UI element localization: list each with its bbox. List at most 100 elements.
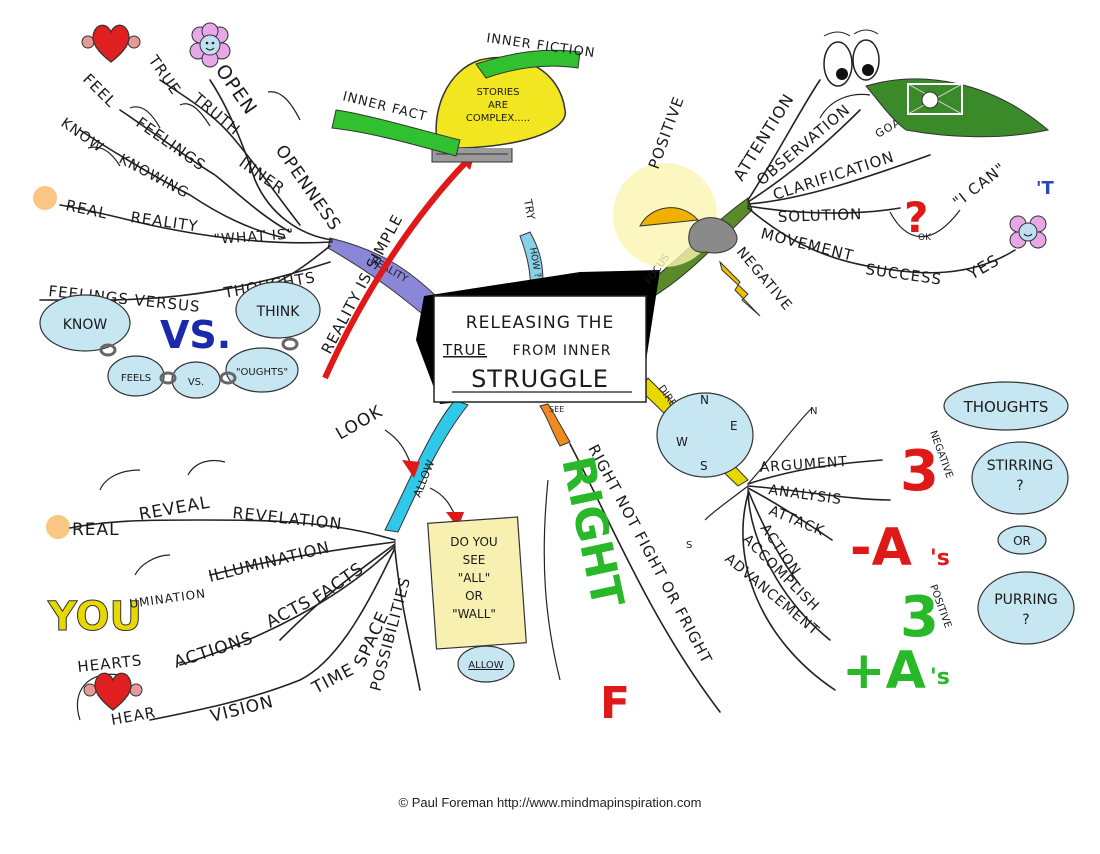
ok-label: OK	[918, 233, 932, 243]
right-big-label: RIGHT	[551, 452, 633, 612]
see-subtree: RIGHT NOT FIGHT OR FRIGHT RIGHT F	[543, 441, 721, 729]
glow-dot-lower	[46, 515, 70, 539]
flower-icon	[189, 22, 231, 68]
note-line3: "ALL"	[458, 571, 491, 585]
soccer-goal-icon	[865, 78, 1050, 138]
purring-q: ?	[1022, 612, 1029, 628]
center-line1: RELEASING THE	[466, 313, 614, 333]
purring-cloud: PURRING ?	[977, 571, 1075, 645]
stories-line3: COMPLEX.....	[466, 113, 530, 124]
t-label: 'T	[1036, 178, 1055, 199]
f-big-label: F	[600, 678, 630, 729]
illumination-label: ILLUMINATION	[206, 537, 332, 586]
cloud-know-label: KNOW	[63, 317, 108, 333]
cloud-feels-label: FEELS	[121, 373, 151, 384]
or-cloud-label: OR	[1013, 534, 1031, 548]
yes-label: YES	[964, 250, 1003, 283]
heart-icon-lower	[83, 672, 143, 711]
thoughts-cloud: THOUGHTS	[943, 381, 1069, 431]
reality-subtree: OPEN OPENNESS TRUE TRUTH INNER FEEL FEEL…	[33, 22, 476, 399]
umination-label: UMINATION	[128, 586, 206, 611]
compass-w: W	[676, 435, 688, 449]
solution-label: SOLUTION	[778, 205, 863, 226]
stirring-cloud: STIRRING ?	[971, 441, 1069, 515]
purring-cloud-label: PURRING	[994, 592, 1058, 608]
cloud-vs: VS.	[171, 361, 221, 399]
allow-branch	[384, 399, 469, 533]
note-line2: SEE	[463, 553, 486, 567]
storm-cloud	[688, 217, 738, 254]
or-cloud: OR	[997, 525, 1047, 555]
chain-links	[99, 337, 299, 385]
compass-s: S	[700, 459, 708, 473]
positive-label: POSITIVE	[645, 94, 688, 172]
s-small: S	[686, 540, 692, 551]
note-line5: "WALL"	[452, 607, 496, 621]
three-positive: 3	[900, 585, 939, 650]
negative-label: NEGATIVE	[733, 244, 795, 314]
compass-n: N	[700, 393, 709, 407]
lightning-bolt	[719, 260, 761, 317]
stirring-q: ?	[1016, 478, 1023, 494]
know-label: KNOW	[58, 115, 107, 156]
glow-dot-upper	[33, 186, 57, 210]
revelation-label: REVELATION	[232, 503, 344, 533]
allow-subtree: LOOK DO YOU SEE "ALL" OR "WALL" ALLOW RE…	[46, 402, 527, 729]
cloud-think-label: THINK	[256, 304, 301, 320]
thoughts-cloud-label: THOUGHTS	[963, 398, 1049, 416]
real-lower-label: REAL	[72, 520, 120, 540]
facts-label: FACTS	[309, 559, 368, 608]
compass-cloud: N E W S	[656, 392, 754, 478]
cloud-feels: FEELS	[107, 355, 165, 397]
cloud-think: THINK	[235, 281, 321, 339]
actions-label: ACTIONS	[171, 628, 256, 673]
movement-label: MOVEMENT	[759, 224, 856, 264]
time-label: TIME	[308, 660, 358, 699]
s-negative: 's	[930, 546, 950, 571]
inner-fiction-ribbon	[475, 49, 581, 79]
copyright-footer: © Paul Foreman http://www.mindmapinspira…	[398, 795, 702, 810]
argument-label: ARGUMENT	[759, 454, 848, 476]
vision-label: VISION	[208, 692, 275, 727]
stories-line2: ARE	[488, 100, 508, 111]
true-label: TRUE	[144, 51, 185, 98]
inner-fact-ribbon	[331, 109, 461, 157]
acts-label: ACTS	[263, 592, 315, 632]
center-true-word: TRUE	[442, 341, 487, 359]
cloud-know: KNOW	[39, 294, 131, 352]
stirring-cloud-label: STIRRING	[987, 458, 1053, 474]
central-topic: RELEASING THE TRUE FROM INNER STRUGGLE	[416, 270, 660, 404]
cloud-vs-label: VS.	[188, 377, 204, 388]
book-group: STORIES ARE COMPLEX..... INNER FICTION I…	[331, 31, 596, 163]
a-positive: +A	[842, 641, 926, 701]
a-negative: -A	[850, 518, 912, 578]
center-line2: FROM INNER	[513, 343, 612, 359]
n-small: N	[810, 406, 817, 417]
you-label: YOU	[47, 594, 142, 640]
direction-subtree: N E W S N S ARGUMENT ANALYSIS ATTACK ACT…	[656, 381, 1075, 701]
compass-e: E	[730, 419, 738, 433]
see-branch	[539, 403, 571, 447]
real-label: REAL	[64, 196, 109, 222]
success-label: SUCCESS	[864, 260, 943, 289]
reality-is-simple-arrow	[322, 157, 471, 380]
cloud-oughts-label: "OUGHTS"	[236, 367, 288, 378]
heart-icon	[81, 24, 141, 63]
note-line4: OR	[465, 589, 483, 603]
s-positive: 's	[930, 665, 950, 690]
allow-tag-cloud: ALLOW	[457, 645, 515, 683]
look-label: LOOK	[333, 402, 387, 445]
feel-label: FEEL	[79, 70, 120, 111]
hearts-label: HEARTS	[77, 651, 144, 676]
i-can-label: "I CAN"	[949, 159, 1009, 211]
note-card: DO YOU SEE "ALL" OR "WALL"	[427, 516, 527, 650]
try-label: TRY	[521, 197, 538, 221]
stories-line1: STORIES	[477, 87, 520, 98]
flower-icon-right	[1009, 215, 1047, 249]
center-line3: STRUGGLE	[471, 365, 609, 393]
note-line1: DO YOU	[450, 535, 497, 549]
vs-big-label: VS.	[160, 313, 231, 357]
cloud-oughts: "OUGHTS"	[225, 347, 299, 393]
what-is-label: "WHAT IS"	[213, 226, 295, 248]
